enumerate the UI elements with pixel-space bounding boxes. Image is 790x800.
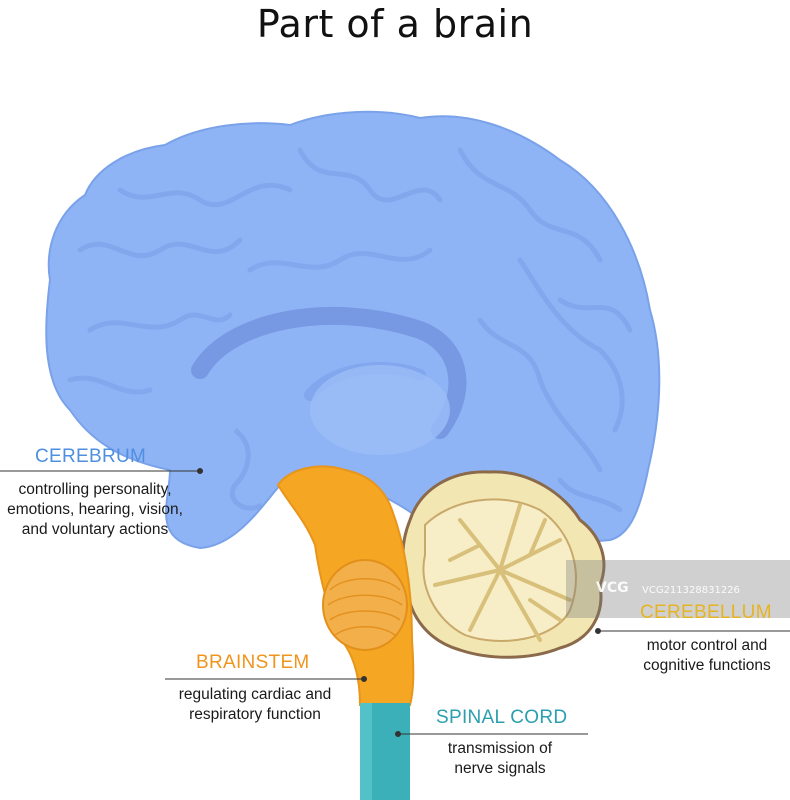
cerebrum-leader-dot: [197, 468, 203, 474]
cerebrum-shape: [45, 110, 661, 550]
brainstem-desc-line-1: regulating cardiac and: [178, 686, 332, 703]
cerebellum-leader-dot: [595, 628, 601, 634]
cerebellum-desc-line-1: motor control and: [646, 637, 768, 654]
brainstem-description: regulating cardiac and respiratory funct…: [160, 685, 350, 725]
spinal-cord-desc-line-1: transmission of: [447, 740, 553, 757]
cerebrum-desc-line-1: controlling personality,: [18, 481, 172, 498]
cerebrum-description: controlling personality, emotions, heari…: [0, 480, 190, 540]
spinal-cord-desc-line-2: nerve signals: [454, 760, 546, 777]
watermark-id: VCG211328831226: [642, 585, 740, 596]
brainstem-heading: BRAINSTEM: [196, 652, 310, 673]
spinal-cord-shape: [360, 703, 410, 800]
brainstem-shape: [276, 465, 415, 706]
spinal-cord-heading: SPINAL CORD: [436, 707, 568, 728]
brainstem-leader-dot: [361, 676, 367, 682]
cerebellum-shape: [401, 470, 606, 659]
cerebrum-desc-line-3: and voluntary actions: [21, 521, 169, 538]
cerebrum-heading: CEREBRUM: [35, 446, 147, 467]
cerebrum-desc-line-2: emotions, hearing, vision,: [7, 501, 183, 518]
watermark-background: [566, 560, 790, 618]
watermark-brand: VCG: [596, 580, 629, 596]
cerebellum-desc-line-2: cognitive functions: [643, 657, 771, 674]
cerebellum-heading: CEREBELLUM: [640, 602, 772, 623]
cerebellum-description: motor control and cognitive functions: [624, 636, 790, 676]
spinal-cord-description: transmission of nerve signals: [420, 739, 580, 779]
diagram-title: Part of a brain: [256, 2, 534, 46]
brainstem-desc-line-2: respiratory function: [189, 706, 321, 723]
spinal-cord-leader-dot: [395, 731, 401, 737]
leader-lines: [0, 468, 790, 737]
